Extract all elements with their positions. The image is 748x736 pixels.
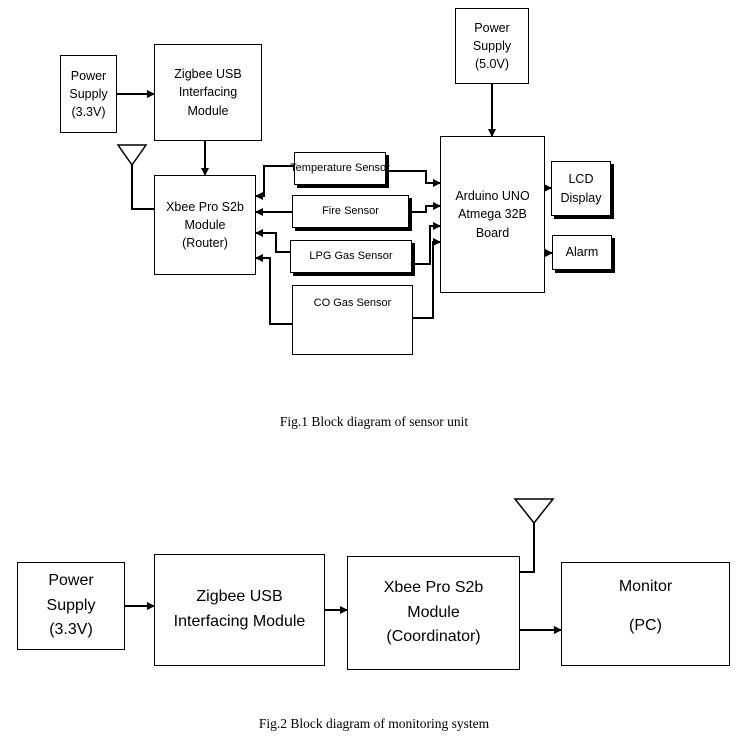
temperature-sensor-label: Temperature Sensor bbox=[290, 161, 390, 174]
monitor-label-line1: Monitor bbox=[618, 578, 673, 595]
alarm-label: Alarm bbox=[565, 245, 599, 260]
zigbee2-label-line2: Interfacing Module bbox=[173, 613, 306, 630]
temperature-sensor-block: Temperature Sensor bbox=[290, 152, 390, 185]
xbee-coordinator-block: Xbee Pro S2b Module (Coordinator) bbox=[347, 556, 520, 670]
zigbee-label-line3: Module bbox=[187, 103, 229, 118]
xbee-coordinator-label-line2: Module bbox=[407, 603, 460, 621]
power-supply-label-line2: Supply bbox=[69, 86, 108, 101]
xbee-router-block: Xbee Pro S2b Module (Router) bbox=[154, 175, 256, 275]
power-supply-label-line3: (3.3V) bbox=[71, 105, 106, 120]
power5-label-line2: Supply bbox=[472, 38, 512, 53]
fire-sensor-label: Fire Sensor bbox=[322, 204, 379, 217]
power5-label-line1: Power bbox=[474, 20, 510, 35]
power-supply-3v3-block-2: Power Supply (3.3V) bbox=[17, 562, 125, 650]
lpg-gas-sensor-block: LPG Gas Sensor bbox=[290, 240, 412, 273]
power-supply-label-line1: Power bbox=[70, 68, 107, 83]
antenna-coordinator-wire bbox=[520, 523, 535, 573]
xbee-router-label-line2: Module bbox=[184, 217, 226, 232]
power-supply-3v3-block: Power Supply (3.3V) bbox=[60, 55, 117, 133]
arrow-co-to-arduino bbox=[413, 238, 441, 319]
lcd-label-line1: LCD bbox=[568, 172, 594, 187]
co-gas-sensor-label: CO Gas Sensor bbox=[313, 297, 392, 309]
zigbee2-label-line1: Zigbee USB bbox=[196, 588, 283, 606]
fire-sensor-block: Fire Sensor bbox=[292, 195, 409, 228]
alarm-block: Alarm bbox=[552, 235, 612, 270]
power-supply2-label-line1: Power bbox=[48, 571, 94, 589]
arrow-co-to-xbee bbox=[255, 254, 292, 325]
arduino-label-line1: Arduino UNO bbox=[455, 189, 530, 204]
power-supply2-label-line3: (3.3V) bbox=[49, 621, 93, 639]
fig2-caption: Fig.2 Block diagram of monitoring system bbox=[258, 716, 490, 731]
arduino-label-line3: Board bbox=[475, 225, 510, 240]
lcd-display-block: LCD Display bbox=[551, 161, 611, 216]
power5-label-line3: (5.0V) bbox=[474, 57, 510, 72]
xbee-coordinator-label-line3: (Coordinator) bbox=[386, 628, 481, 646]
fig1-caption: Fig.1 Block diagram of sensor unit bbox=[279, 414, 469, 429]
arduino-uno-block: Arduino UNO Atmega 32B Board bbox=[440, 136, 545, 293]
arrow-temp-to-xbee bbox=[255, 165, 294, 200]
co-gas-sensor-block: CO Gas Sensor bbox=[292, 285, 413, 355]
zigbee-usb-module-block-2: Zigbee USB Interfacing Module bbox=[154, 554, 325, 666]
power-supply2-label-line2: Supply bbox=[46, 596, 96, 614]
zigbee-label-line1: Zigbee USB bbox=[174, 67, 242, 82]
arrow-lpg-to-arduino bbox=[412, 222, 441, 265]
xbee-router-label-line3: (Router) bbox=[182, 236, 228, 251]
antenna-coordinator-icon bbox=[513, 498, 555, 525]
monitor-pc-block: Monitor (PC) bbox=[561, 562, 730, 666]
xbee-router-label-line1: Xbee Pro S2b bbox=[166, 199, 244, 214]
zigbee-usb-module-block: Zigbee USB Interfacing Module bbox=[154, 44, 262, 141]
lcd-label-line2: Display bbox=[560, 190, 602, 205]
antenna-router-wire bbox=[131, 165, 154, 210]
zigbee-label-line2: Interfacing bbox=[178, 85, 238, 100]
lpg-gas-sensor-label: LPG Gas Sensor bbox=[309, 249, 393, 262]
monitor-label-line2: (PC) bbox=[629, 616, 662, 634]
power-supply-5v-block: Power Supply (5.0V) bbox=[455, 8, 529, 84]
arrow-lpg-to-xbee bbox=[255, 229, 290, 253]
arrow-fire-to-arduino bbox=[409, 202, 441, 213]
arrow-temp-to-arduino bbox=[386, 170, 441, 187]
antenna-router-icon bbox=[116, 144, 148, 167]
xbee-coordinator-label-line1: Xbee Pro S2b bbox=[383, 578, 484, 596]
arduino-label-line2: Atmega 32B bbox=[458, 207, 527, 222]
